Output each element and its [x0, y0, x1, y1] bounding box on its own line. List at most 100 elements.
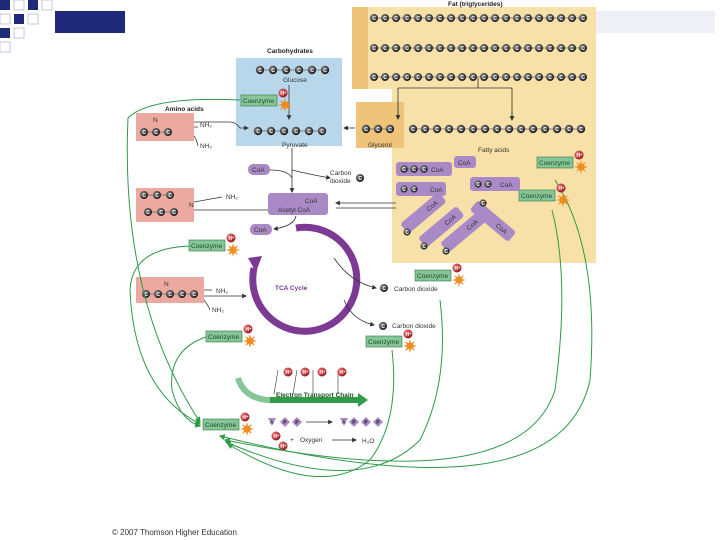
carbon-atom: C: [253, 126, 263, 136]
coa-release-pill: [250, 224, 272, 235]
svg-text:C: C: [146, 210, 150, 216]
amino-to-pyruvate-arrow: [194, 121, 249, 131]
svg-text:C: C: [382, 286, 386, 292]
carbon-atom: C: [157, 208, 165, 216]
carbon-atom: C: [535, 44, 543, 52]
svg-text:C: C: [412, 167, 416, 173]
carbon-atom: C: [425, 14, 433, 22]
svg-text:C: C: [438, 75, 442, 81]
coa-release-arrow: [273, 215, 297, 231]
svg-text:C: C: [320, 129, 324, 135]
carbon-atom: C: [294, 65, 304, 75]
carbon-atom: C: [552, 124, 562, 134]
carbon-atom: C: [381, 14, 389, 22]
svg-text:C: C: [416, 46, 420, 52]
carbon-atom: C: [546, 44, 554, 52]
carbon-atom: C: [579, 14, 587, 22]
carbon-atom: C: [392, 44, 400, 52]
svg-text:C: C: [307, 129, 311, 135]
coenzyme-label: Coenzyme: [539, 160, 570, 167]
coenzyme-label: Coenzyme: [417, 273, 448, 280]
svg-text:C: C: [402, 187, 406, 193]
carbon-atom: C: [546, 14, 554, 22]
fat-split-lines: [397, 78, 513, 120]
glycerol-label: Glycerol: [368, 142, 392, 149]
tca-co2-arrow-2: [343, 299, 375, 327]
carbon-dioxide-low: Carbon dioxide: [392, 323, 436, 330]
carbon-atom: C: [170, 208, 178, 216]
svg-text:C: C: [507, 127, 511, 133]
svg-text:C: C: [543, 127, 547, 133]
carbon-atom: C: [356, 174, 364, 182]
svg-text:C: C: [323, 68, 327, 74]
energy-burst-icon: [278, 98, 292, 112]
carbon-atom: C: [502, 14, 510, 22]
carbon-atom: C: [153, 191, 161, 199]
svg-text:H⁺: H⁺: [280, 91, 287, 97]
svg-text:C: C: [486, 182, 490, 188]
phosphate: P: [373, 417, 383, 427]
glucose-label: Glucose: [283, 77, 307, 84]
svg-text:C: C: [548, 16, 552, 22]
svg-text:C: C: [460, 16, 464, 22]
carbon-atom: C: [480, 73, 488, 81]
svg-text:P: P: [283, 420, 287, 426]
svg-text:C: C: [438, 46, 442, 52]
carbon-atom: C: [144, 208, 152, 216]
svg-text:C: C: [482, 75, 486, 81]
svg-text:C: C: [581, 46, 585, 52]
svg-text:C: C: [402, 167, 406, 173]
carbon-dioxide-mid: Carbon dioxide: [394, 286, 438, 293]
energy-burst-icon: [240, 422, 254, 436]
carbon-atom: C: [568, 73, 576, 81]
carbon-atom: C: [403, 44, 411, 52]
carbon-atom: C: [436, 44, 444, 52]
svg-text:C: C: [526, 75, 530, 81]
svg-text:C: C: [548, 75, 552, 81]
acetyl-coa-box: [268, 193, 328, 215]
carbon-atom: C: [456, 124, 466, 134]
carbon-atom: C: [535, 14, 543, 22]
carbon-atom: C: [414, 44, 422, 52]
carbon-atom: C: [392, 73, 400, 81]
carbon-atom: C: [469, 73, 477, 81]
svg-text:C: C: [515, 46, 519, 52]
carbon-atom: C: [255, 65, 265, 75]
pyruvate-label: Pyruvate: [282, 142, 308, 149]
carbon-atom: C: [379, 322, 387, 330]
svg-text:C: C: [519, 127, 523, 133]
svg-text:H⁺: H⁺: [576, 153, 583, 159]
svg-text:H⁺: H⁺: [558, 186, 565, 192]
svg-text:C: C: [471, 46, 475, 52]
svg-text:C: C: [449, 46, 453, 52]
svg-text:C: C: [460, 75, 464, 81]
svg-text:C: C: [493, 16, 497, 22]
hydrogen-ion: H⁺: [278, 88, 288, 98]
amino-n-2: N: [189, 202, 194, 209]
carbon-atom: C: [557, 73, 565, 81]
etc-label: Electron Transport Chain: [276, 392, 354, 399]
co2-release-arrow-1: [291, 169, 331, 180]
svg-text:C: C: [394, 75, 398, 81]
coenzyme-label: Coenzyme: [521, 193, 552, 200]
amino-acid-box-2: N NH₂: [136, 188, 238, 222]
carbon-atom: C: [420, 165, 428, 173]
fat-title: Fat (triglycerides): [448, 1, 503, 8]
svg-text:C: C: [142, 130, 146, 136]
svg-text:C: C: [493, 46, 497, 52]
svg-text:C: C: [537, 16, 541, 22]
svg-text:C: C: [405, 16, 409, 22]
carbon-atom: C: [468, 124, 478, 134]
carbon-atom: C: [513, 44, 521, 52]
coa-join-line: [269, 169, 293, 179]
svg-text:C: C: [405, 46, 409, 52]
svg-text:C: C: [364, 127, 368, 133]
svg-text:C: C: [156, 292, 160, 298]
hydrogen-ion: H⁺: [271, 431, 281, 441]
